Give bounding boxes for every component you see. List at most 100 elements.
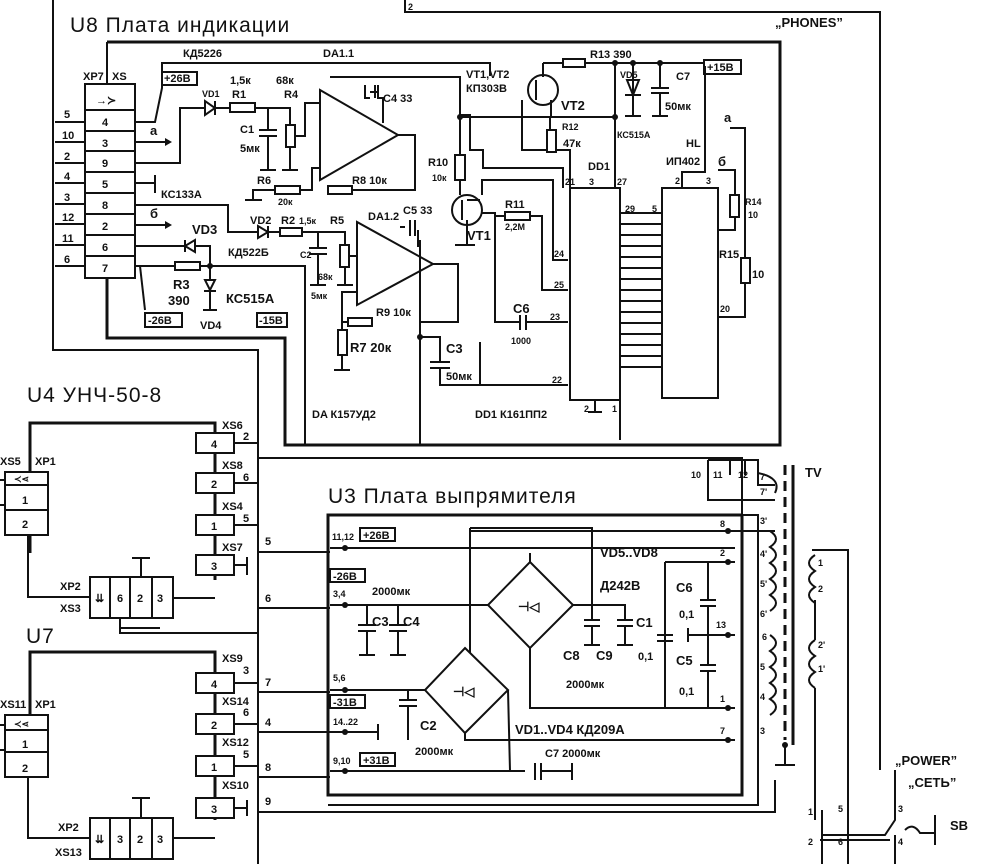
u4-title: U4 УНЧ-50-8 bbox=[27, 384, 162, 407]
c2-label: C2 bbox=[300, 250, 312, 260]
power-label: „POWER” bbox=[895, 753, 957, 768]
vd5-8-label: VD5..VD8 bbox=[600, 545, 658, 560]
4-label: 6 bbox=[838, 837, 843, 847]
c5-label: C5 bbox=[676, 653, 693, 668]
2-label: 2 bbox=[137, 834, 143, 846]
12-label: 3 bbox=[760, 726, 765, 736]
voltage-tag: +26В bbox=[164, 73, 191, 85]
1-label: 5 bbox=[652, 204, 657, 214]
5-label: 23 bbox=[550, 312, 560, 322]
3-label: 24 bbox=[554, 249, 564, 259]
vd2-label: VD2 bbox=[250, 215, 271, 227]
r6-val-label: 20к bbox=[278, 197, 293, 207]
phones-label: „PHONES” bbox=[775, 15, 843, 30]
pin-label: 2 bbox=[408, 2, 413, 12]
bus-wires: 5 6 7 4 8 9 bbox=[258, 457, 776, 813]
9-label: 6 bbox=[762, 632, 767, 642]
0-label: 1 bbox=[818, 558, 823, 568]
1-label: 2 bbox=[211, 479, 217, 491]
1-label: 3 bbox=[589, 177, 594, 187]
r10-label: R10 bbox=[428, 157, 448, 169]
0-label: 5 bbox=[265, 536, 271, 548]
xs10-label: XS10 bbox=[222, 780, 249, 792]
u7-amplifier-block: U7 ≺⋖ 1 2 XS11 XP1 ⇊ 3 2 3 XP2 XS13 4 2 … bbox=[0, 625, 258, 860]
c3-label: C3 bbox=[446, 341, 463, 356]
8-label: 1 bbox=[612, 404, 617, 414]
5-label: 5 bbox=[243, 513, 249, 525]
5-label: 12 bbox=[62, 212, 74, 224]
voltage-tag: -31В bbox=[333, 697, 357, 709]
3-label: 1' bbox=[818, 664, 825, 674]
kc515a-2-label: КС515А bbox=[617, 130, 651, 140]
u4-amplifier-block: U4 УНЧ-50-8 ≺⋖ 1 2 XS5 XP1 ⇊ 6 2 3 XP2 X… bbox=[0, 384, 258, 634]
dd1-chip bbox=[569, 187, 621, 401]
sb-label: SB bbox=[950, 818, 968, 833]
c3-label: C3 bbox=[372, 614, 389, 629]
voltage-tag: +15В bbox=[707, 62, 734, 74]
2-label: 7 bbox=[265, 677, 271, 689]
diode-bridge-icon: ⊣◁ bbox=[453, 684, 475, 699]
6-label: 22 bbox=[552, 375, 562, 385]
3-label: 2 bbox=[808, 837, 813, 847]
3-label: 7 bbox=[760, 472, 765, 482]
c34-val-label: 2000мк bbox=[372, 586, 411, 598]
4-label: 1 bbox=[211, 521, 217, 533]
vd1-label: VD1 bbox=[202, 89, 220, 99]
0-label: 1 bbox=[808, 807, 813, 817]
power-switch-sb[interactable]: „POWER” „СЕТЬ” SB 1 5 3 2 6 4 bbox=[808, 753, 968, 864]
c1-label: C1 bbox=[240, 124, 254, 136]
6-label: 4' bbox=[760, 549, 767, 559]
xp1-label: XP1 bbox=[35, 699, 56, 711]
vd4-label: VD4 bbox=[200, 320, 222, 332]
vd1-4-label: VD1..VD4 КД209А bbox=[515, 722, 625, 737]
c7-label: C7 bbox=[676, 71, 690, 83]
2-label: 9 bbox=[102, 158, 108, 170]
t-9-10-label: 9,10 bbox=[333, 756, 351, 766]
plug-icon: ⇊ bbox=[95, 834, 104, 846]
7-label: 5' bbox=[760, 579, 767, 589]
voltage-tag: -26В bbox=[333, 571, 357, 583]
xp7-outer-pins: 5 10 2 4 3 12 11 6 bbox=[55, 109, 85, 267]
c5-label: C5 33 bbox=[403, 205, 432, 217]
r6-label: R6 bbox=[257, 175, 271, 187]
kd522b-label: КД522Б bbox=[228, 247, 269, 259]
c1-val-label: 5мк bbox=[240, 143, 260, 155]
dd1-type-label: DD1 К161ПП2 bbox=[475, 409, 547, 421]
da12-label: DA1.2 bbox=[368, 211, 399, 223]
voltage-tag: -15В bbox=[259, 315, 283, 327]
4-label: 8 bbox=[265, 762, 271, 774]
xs5-label: XS5 bbox=[0, 456, 21, 468]
r1-label: R1 bbox=[232, 89, 246, 101]
8-label: 2 bbox=[22, 519, 28, 531]
c6-label: C6 bbox=[513, 301, 530, 316]
r7-label: R7 20к bbox=[350, 340, 392, 355]
r10-val-label: 10к bbox=[432, 173, 447, 183]
vd3-label: VD3 bbox=[192, 222, 217, 237]
da11-label: DA1.1 bbox=[323, 48, 354, 60]
4-label: 7 bbox=[720, 726, 725, 736]
u3-title: U3 Плата выпрямителя bbox=[328, 485, 577, 508]
plug-socket-icon: →≻ bbox=[96, 95, 116, 107]
11-label: 4 bbox=[760, 692, 765, 702]
plug-icon: ⇊ bbox=[95, 593, 104, 605]
c89-val-label: 2000мк bbox=[566, 679, 605, 691]
4-label: 8 bbox=[102, 200, 108, 212]
tv-label: TV bbox=[805, 465, 822, 480]
r14-label: R14 bbox=[745, 197, 762, 207]
xs3-label: XS3 bbox=[60, 603, 81, 615]
4-label: 3 bbox=[64, 192, 70, 204]
3-label: 6 bbox=[117, 593, 123, 605]
1-label: 6 bbox=[265, 593, 271, 605]
xs7-label: XS7 bbox=[222, 542, 243, 554]
c7-val-label: 50мк bbox=[665, 101, 691, 113]
6-label: 3 bbox=[117, 834, 123, 846]
1-label: 3 bbox=[157, 834, 163, 846]
r8-label: R8 10к bbox=[352, 175, 387, 187]
7-label: 2 bbox=[584, 404, 589, 414]
voltage-tag: -26В bbox=[148, 315, 172, 327]
1-label: 10 bbox=[62, 130, 74, 142]
2-label: 2 bbox=[64, 151, 70, 163]
c1-label: C1 bbox=[636, 615, 653, 630]
r4-val-label: 68к bbox=[276, 75, 294, 87]
